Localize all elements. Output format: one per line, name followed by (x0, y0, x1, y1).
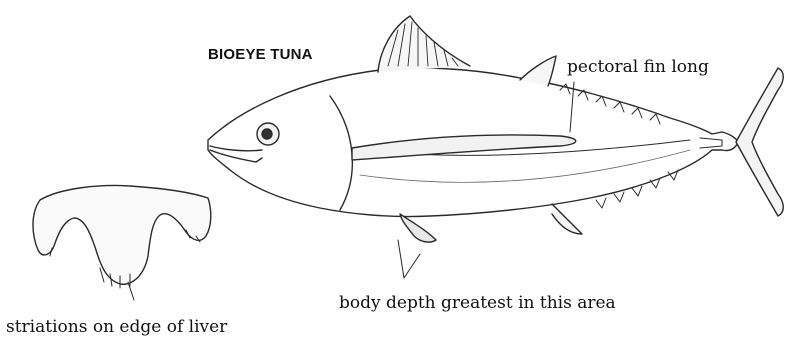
pelvic-fin (400, 214, 436, 242)
tail-fin (736, 68, 783, 216)
pectoral-fin (352, 135, 576, 160)
diagram-title: BIOEYE TUNA (208, 46, 313, 63)
body-depth-pointer (398, 240, 420, 278)
anal-fin (552, 204, 582, 234)
gill-cover-line (330, 96, 352, 210)
liver-outline (33, 186, 211, 285)
label-liver: striations on edge of liver (6, 317, 227, 337)
label-body-depth: body depth greatest in this area (339, 293, 616, 313)
eye-inner (262, 129, 272, 139)
label-pectoral-fin: pectoral fin long (567, 57, 709, 77)
liver-pointer (128, 282, 134, 300)
pectoral-pointer (570, 82, 574, 132)
caudal-keel (700, 138, 722, 148)
second-dorsal-fin (520, 56, 556, 86)
